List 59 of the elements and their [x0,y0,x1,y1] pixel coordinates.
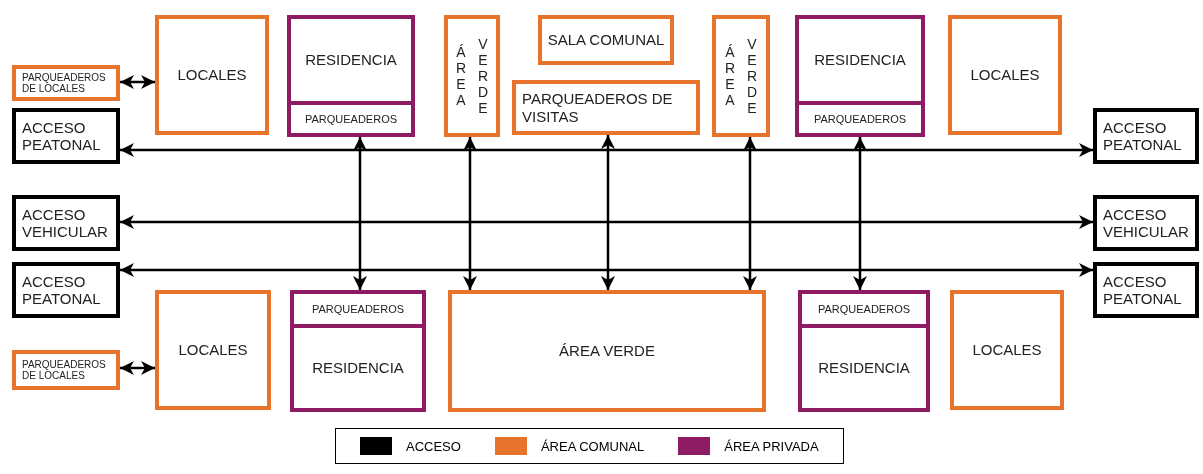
area-box [948,15,1062,135]
access-box [12,262,120,318]
box-label: PARQUEADEROS [311,302,405,316]
residence-box [798,290,930,412]
box-label: PARQUEADEROS DE VISITAS [522,90,674,125]
double-arrow [120,215,1093,229]
double-arrow [463,137,477,290]
access-box [12,108,120,164]
box-label: LOCALES [970,66,1040,84]
box-label: RESIDENCIA [305,51,397,69]
area-box [448,290,766,412]
box-label: PARQUEADEROS [817,302,911,316]
box-label: PARQUEADEROS DE LOCALES [22,358,107,382]
box-label: RESIDENCIA [814,51,906,69]
box-label: LOCALES [972,341,1042,359]
double-arrow [853,137,867,290]
legend-label: ÁREA PRIVADA [724,438,819,454]
area-box [444,15,500,137]
parking-box [12,65,120,101]
area-box [155,290,271,410]
area-box [538,15,674,65]
box-label: RESIDENCIA [312,359,404,377]
legend-label: ACCESO [406,438,461,454]
residence-box [290,290,426,412]
double-arrow [601,135,615,290]
box-label: LOCALES [177,66,247,84]
box-label: ACCESO VEHICULAR [22,205,109,241]
area-box [712,15,770,137]
area-box [155,15,269,135]
box-label: ACCESO PEATONAL [22,272,102,308]
double-arrow [743,137,757,290]
box-label: ACCESO VEHICULAR [1103,205,1190,241]
area-box [950,290,1064,410]
box-label: PARQUEADEROS [304,112,398,126]
box-label: ACCESO PEATONAL [1103,118,1183,154]
double-arrow [120,75,155,89]
box-label: PARQUEADEROS DE LOCALES [22,71,107,95]
access-box [1093,108,1199,164]
box-label: LOCALES [178,341,248,359]
parking-box [12,350,120,390]
access-box [1093,262,1199,318]
box-label: ÁREA VERDE [721,35,761,118]
double-arrow [120,263,1093,277]
double-arrow [120,143,1093,157]
double-arrow [353,137,367,290]
legend-label: ÁREA COMUNAL [540,438,645,454]
box-label: ÁREA VERDE [452,35,492,118]
box-label: RESIDENCIA [818,359,910,377]
box-label: PARQUEADEROS [813,112,907,126]
box-label: SALA COMUNAL [547,31,665,49]
box-label: ÁREA VERDE [559,342,655,360]
box-label: ACCESO PEATONAL [22,118,102,154]
residence-box [287,15,415,137]
access-box [12,195,120,251]
box-label: ACCESO PEATONAL [1103,272,1183,308]
area-box [512,80,700,135]
access-box [1093,195,1199,251]
residence-box [795,15,925,137]
double-arrow [120,361,155,375]
